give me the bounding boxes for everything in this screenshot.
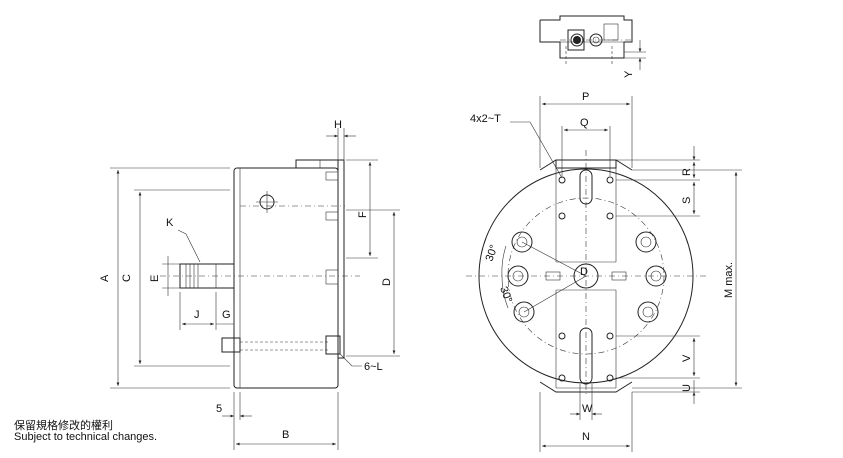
label-a: A (99, 274, 111, 282)
label-j: J (194, 309, 200, 321)
label-h: H (334, 119, 342, 131)
label-f: F (357, 211, 369, 218)
note-chinese: 保留規格修改的權利 (14, 420, 113, 432)
label-w: W (582, 403, 593, 415)
label-r: R (681, 168, 693, 176)
note-english: Subject to technical changes. (14, 431, 158, 443)
label-6l: 6~L (364, 361, 383, 373)
side-labels: A C E K J G H F D 6~L 5 B (99, 119, 393, 441)
label-u: U (681, 384, 693, 392)
side-dimensions (110, 128, 400, 450)
label-s: S (681, 197, 693, 204)
label-5: 5 (216, 403, 222, 415)
front-dimensions (510, 96, 742, 452)
label-p: P (582, 91, 589, 103)
label-angle-upper: 30° (484, 243, 501, 263)
label-c: C (121, 274, 133, 282)
label-e: E (149, 275, 161, 282)
front-labels: P Q 4x2~T R S M max. V U W N D 30° 30° (470, 91, 735, 443)
label-q: Q (580, 117, 589, 129)
label-b: B (282, 429, 289, 441)
label-angle-lower: 30° (497, 285, 514, 305)
label-m: M max. (723, 262, 735, 298)
chuck-body (233, 167, 339, 389)
label-v: V (681, 354, 693, 362)
label-y: Y (623, 70, 635, 78)
mount-holes (507, 231, 667, 323)
front-view (466, 150, 706, 396)
label-t: 4x2~T (470, 113, 501, 125)
label-d: D (381, 278, 393, 286)
slot-bottom (579, 327, 593, 385)
side-view (160, 159, 360, 389)
label-k: K (166, 217, 174, 229)
slot-top (579, 169, 593, 205)
label-g: G (222, 309, 231, 321)
top-view (539, 15, 646, 70)
label-n: N (582, 431, 590, 443)
label-d-front: D (580, 266, 588, 278)
